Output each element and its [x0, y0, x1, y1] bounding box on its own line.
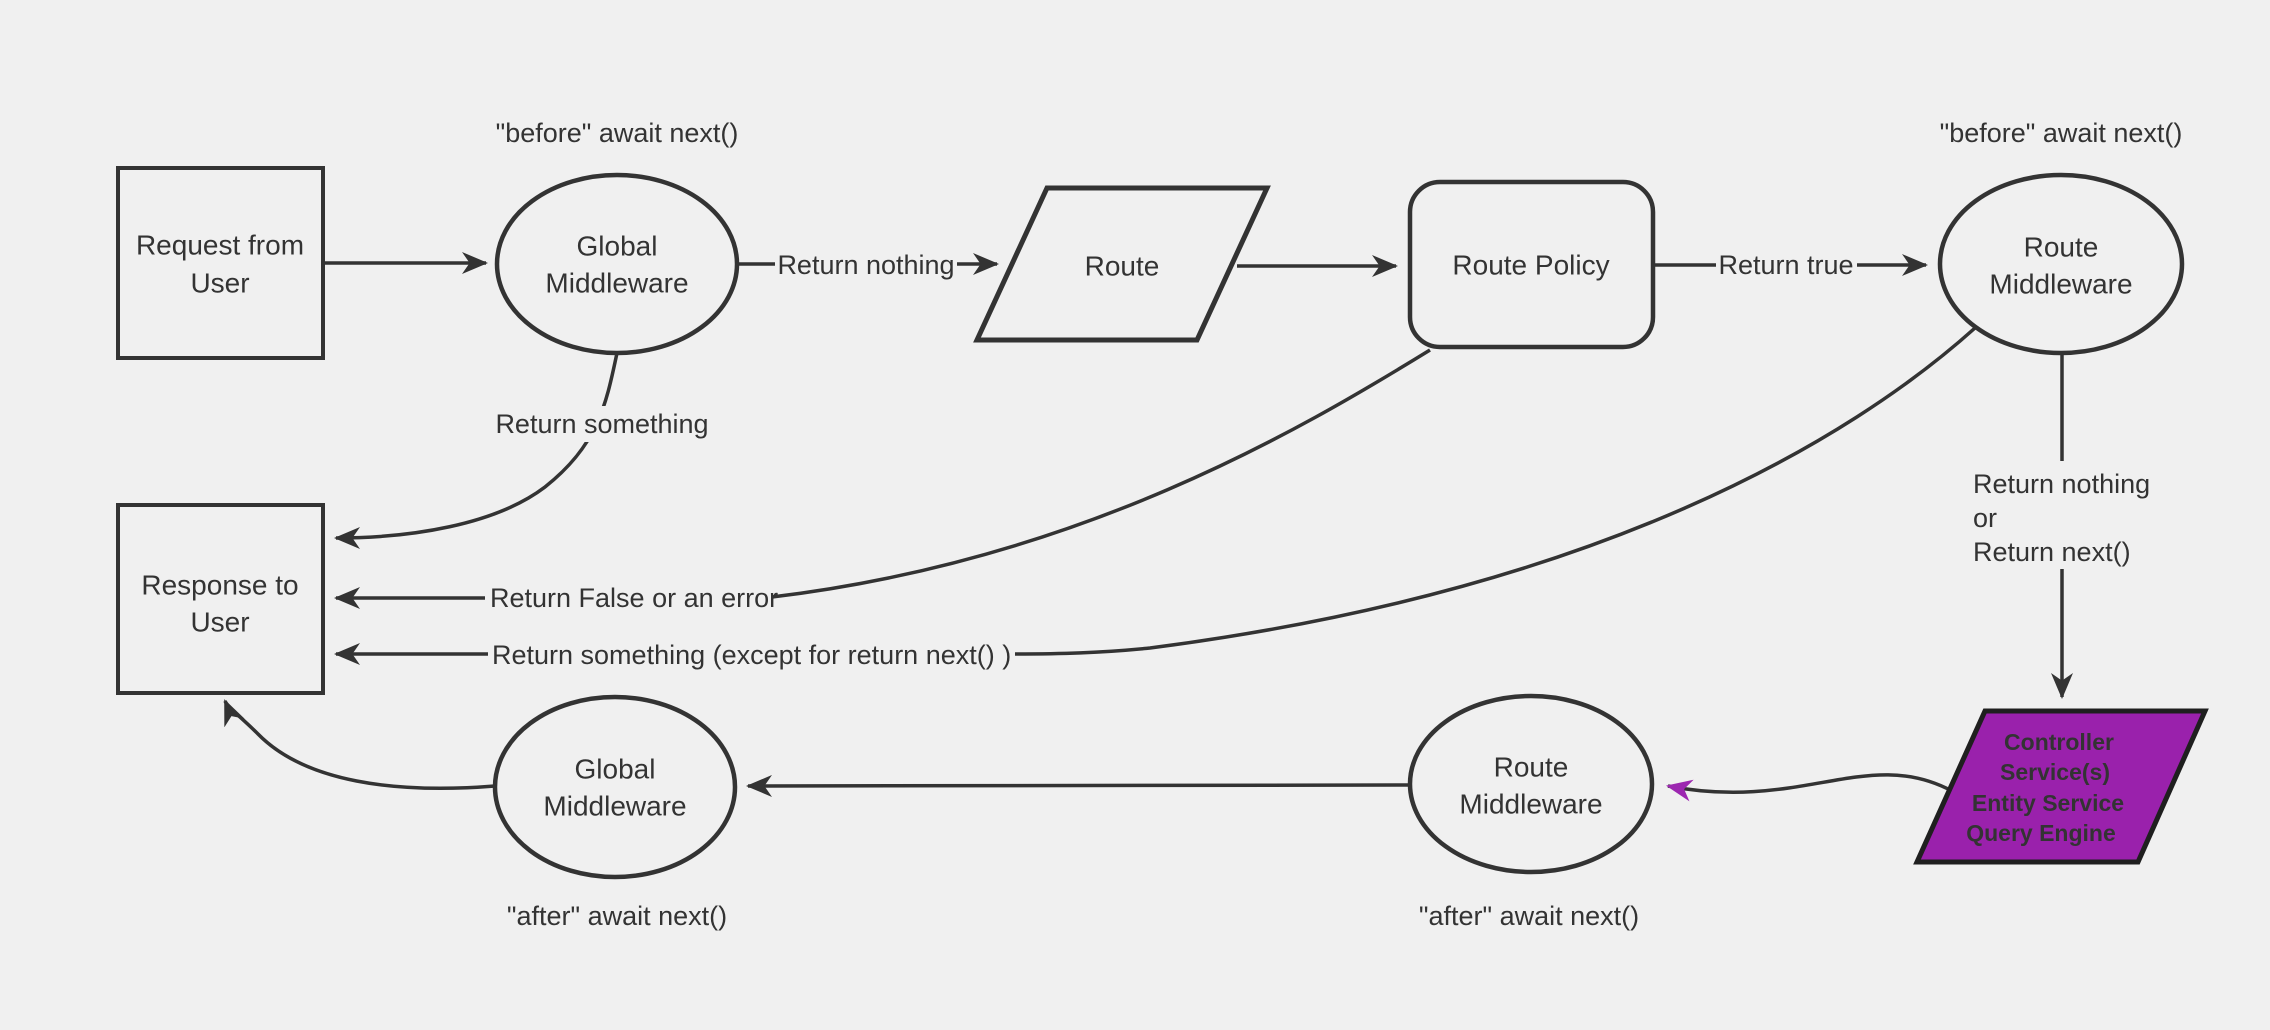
- node-label: Request from: [136, 230, 304, 261]
- edge-label-line: Return nothing: [1973, 469, 2150, 499]
- edge-routemw-return-something-curve: [1014, 326, 1977, 656]
- node-label: Global: [577, 231, 658, 262]
- node-label: Global: [575, 754, 656, 785]
- node-controller-services: Controller Service(s) Entity Service Que…: [1913, 708, 2209, 865]
- route-parallelogram: [973, 185, 1271, 343]
- node-label: Middleware: [545, 268, 688, 299]
- global-middleware-ellipse: [492, 694, 738, 880]
- edge-label-return-something: Return something: [495, 409, 708, 439]
- edge-routemw-to-global-middleware-bottom: [746, 774, 1411, 797]
- edge-controller-to-route-middleware: [1666, 773, 1953, 802]
- node-route-policy: Route Policy: [1407, 179, 1656, 350]
- annotation-after-bottom-right: "after" await next(): [1419, 901, 1639, 931]
- response-box: [116, 503, 325, 695]
- annotation-after-bottom-left: "after" await next(): [507, 901, 727, 931]
- node-request-from-user: Request from User: [116, 166, 325, 360]
- request-box: [116, 166, 325, 360]
- node-label: Route: [2024, 232, 2099, 263]
- node-route-middleware-bottom: Route Middleware: [1407, 693, 1655, 875]
- node-label: Response to: [141, 570, 298, 601]
- global-middleware-ellipse: [494, 172, 740, 356]
- node-route-middleware-top: Route Middleware: [1937, 172, 2185, 356]
- node-label: Route: [1085, 251, 1160, 282]
- route-middleware-ellipse: [1407, 693, 1655, 875]
- edge-global-return-something-to-response: [334, 352, 619, 549]
- node-label: Middleware: [543, 791, 686, 822]
- label-background: [492, 406, 714, 442]
- node-label: Controller: [2004, 729, 2114, 755]
- node-label: Middleware: [1459, 789, 1602, 820]
- route-policy-box: [1407, 179, 1656, 350]
- node-label: Service(s): [2000, 759, 2110, 785]
- node-label: Query Engine: [1966, 820, 2116, 846]
- annotation-before-top-right: "before" await next(): [1940, 118, 2183, 148]
- edge-label-return-nothing-or-next: Return nothing or Return next(): [1973, 469, 2150, 567]
- edge-label-return-something-except: Return something (except for return next…: [492, 640, 1011, 670]
- node-response-to-user: Response to User: [116, 503, 325, 695]
- node-label: User: [190, 607, 249, 638]
- edge-label-line: or: [1973, 503, 1997, 533]
- controller-parallelogram: [1913, 708, 2209, 865]
- node-label: Middleware: [1989, 269, 2132, 300]
- edge-policy-return-false-curve: [771, 348, 1431, 599]
- node-global-middleware-top: Global Middleware: [494, 172, 740, 356]
- edge-labels: Return nothing Return true Return someth…: [490, 250, 2150, 670]
- edges: [223, 252, 2073, 802]
- edge-label-return-false-or-error: Return False or an error: [490, 583, 778, 613]
- route-middleware-ellipse: [1937, 172, 2185, 356]
- node-label: Route Policy: [1452, 250, 1609, 281]
- node-label: User: [190, 268, 249, 299]
- edge-label-line: Return next(): [1973, 537, 2131, 567]
- node-label: Route: [1494, 752, 1569, 783]
- node-label: Entity Service: [1972, 790, 2124, 816]
- edge-global-bottom-to-response: [223, 699, 496, 791]
- edge-label-return-nothing: Return nothing: [777, 250, 954, 280]
- node-route: Route: [973, 185, 1271, 343]
- annotation-before-top-left: "before" await next(): [496, 118, 739, 148]
- annotations: "before" await next() "before" await nex…: [496, 118, 2183, 931]
- edge-label-return-true: Return true: [1718, 250, 1853, 280]
- node-global-middleware-bottom: Global Middleware: [492, 694, 738, 880]
